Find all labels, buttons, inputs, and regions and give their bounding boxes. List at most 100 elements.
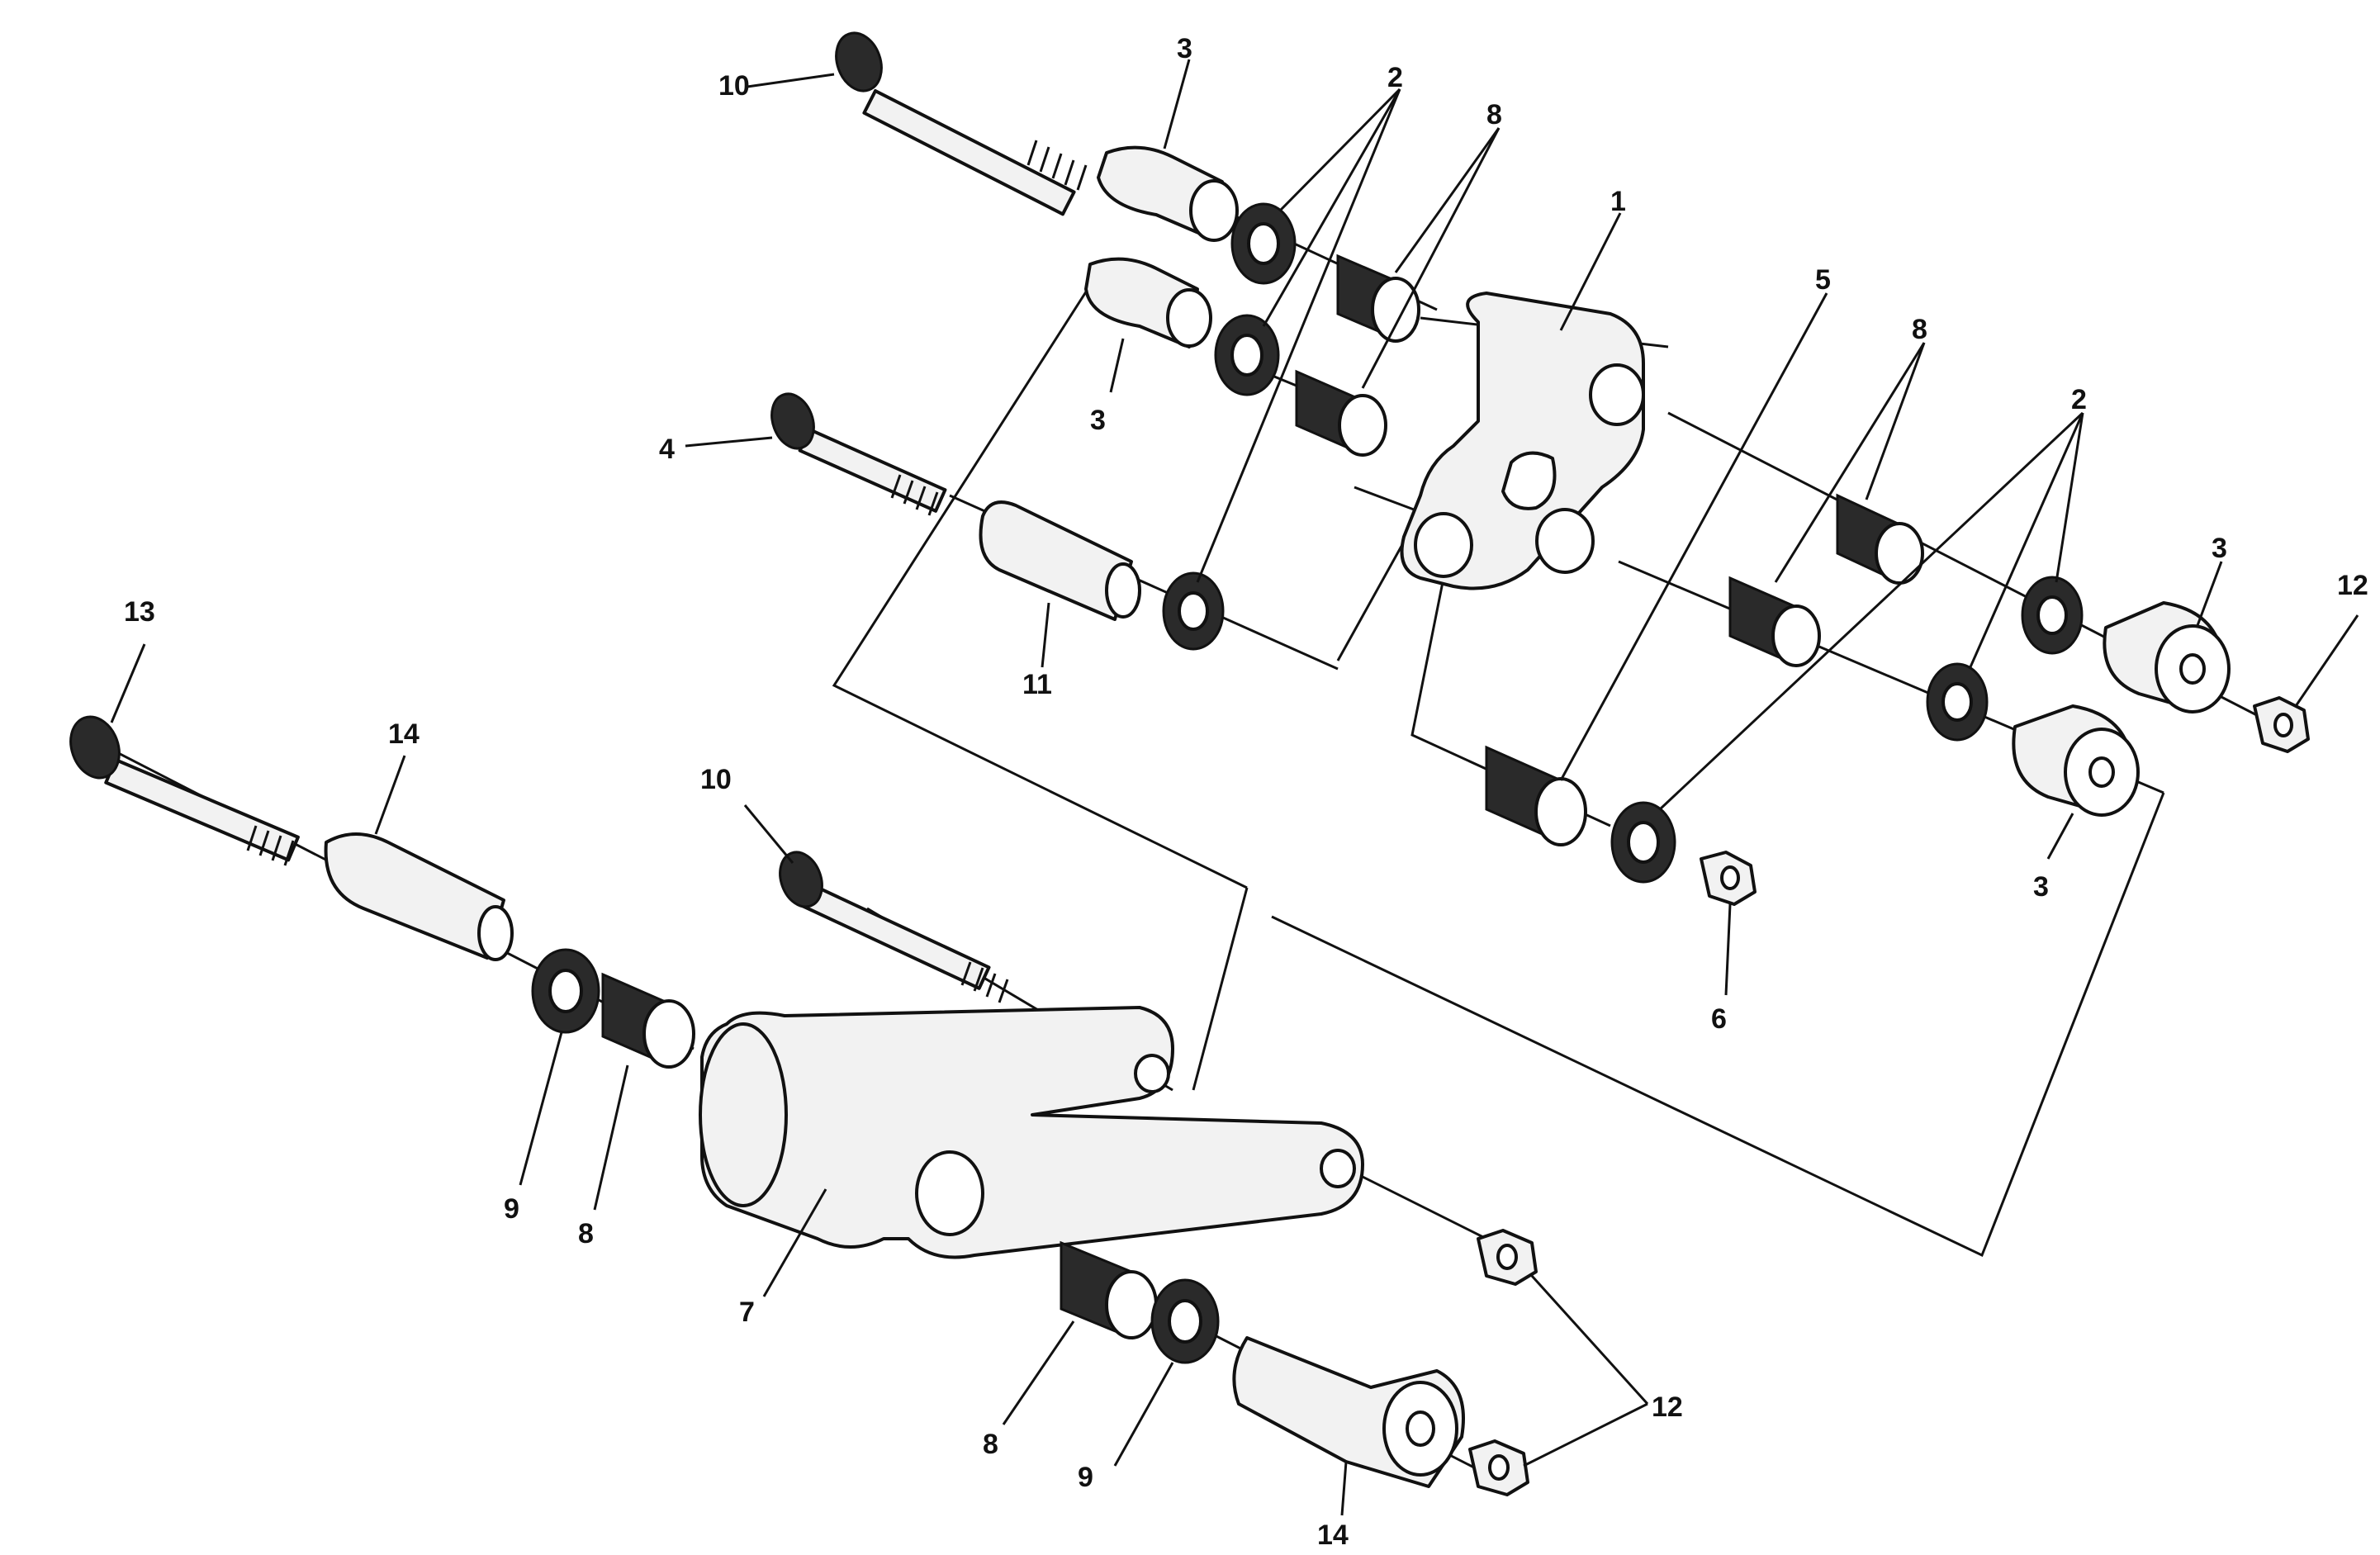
bolt-10-top-head: [835, 31, 883, 92]
bolt-4: [770, 392, 947, 516]
bearing-9-bottom-inner: [1168, 1299, 1202, 1344]
arm-body: [700, 1006, 1364, 1259]
bushing-8-right-upper-end: [1875, 522, 1924, 585]
bearing-2-lower: [1162, 571, 1225, 651]
callout-5: 5: [1815, 264, 1831, 296]
callout-13: 13: [124, 596, 155, 628]
bushing-8-top: [1336, 254, 1420, 343]
bushing-8-left-end: [642, 999, 695, 1069]
bushing-8-mid: [1295, 369, 1387, 457]
spacer-3-right-lower-bore: [2088, 756, 2115, 788]
callout-12-right: 12: [2337, 570, 2368, 601]
spacer-3-right-upper-bore: [2179, 653, 2206, 685]
nut-12-mid-bore: [1496, 1244, 1518, 1270]
callout-10-top: 10: [718, 70, 750, 102]
sleeve-11: [979, 500, 1141, 621]
bushing-8-right-lower: [1728, 576, 1821, 667]
bushing-8-right-upper: [1836, 493, 1924, 585]
nut-6-bore: [1720, 865, 1740, 890]
callout-1: 1: [1610, 186, 1626, 217]
bolt-13: [69, 715, 300, 866]
callout-3-right: 3: [2212, 533, 2227, 564]
nut-12-right: [2253, 696, 2310, 753]
bracket-upper: [1336, 486, 1423, 661]
sleeve-11-body: [979, 500, 1133, 621]
spacer-14-left: [324, 832, 514, 961]
spacer-3-right-lower: [2012, 704, 2140, 817]
axis-link-to-nut: [1337, 1163, 1504, 1249]
bolt-10-top-thread: [1026, 140, 1088, 191]
bracket-left: [832, 272, 1248, 889]
bearing-2-mid: [1214, 314, 1280, 396]
callout-6: 6: [1711, 1003, 1727, 1035]
callout-7: 7: [739, 1297, 755, 1328]
bearing-9-left: [531, 948, 600, 1034]
callout-10-mid: 10: [700, 764, 732, 795]
callout-8-left: 8: [578, 1218, 594, 1249]
bolt-13-thread: [246, 825, 295, 866]
callout-4: 4: [659, 434, 675, 465]
bolt-4-thread: [890, 474, 939, 516]
linkage-arm-part-7: [699, 1006, 1364, 1259]
callout-12-bottom: 12: [1652, 1391, 1683, 1423]
bushing-8-bottom: [1060, 1240, 1158, 1340]
bushing-8-mid-end: [1338, 394, 1387, 457]
bushing-8-top-end: [1371, 277, 1420, 343]
bushing-8-right-lower-end: [1771, 604, 1821, 667]
arm-bore: [915, 1150, 984, 1236]
leader-lines: [110, 59, 2359, 1516]
bolt-13-head: [69, 715, 121, 780]
spacer-3-right-upper: [2103, 601, 2231, 713]
bracket-to-link: [1192, 887, 1249, 1091]
bolt-13-shank: [104, 758, 300, 862]
callout-14-bottom: 14: [1317, 1519, 1349, 1551]
nut-12-bottom: [1468, 1439, 1529, 1496]
bolt-10-mid-head: [779, 851, 823, 908]
bearing-2-right-upper-inner: [2036, 595, 2068, 635]
arm-hole-lower: [1320, 1149, 1356, 1188]
nut-12-mid: [1477, 1229, 1538, 1286]
spacer-3-mid-end: [1166, 288, 1212, 348]
bearing-2-top-inner: [1247, 222, 1280, 265]
spacer-14-left-end: [477, 905, 514, 961]
bolt-10-mid-shank: [798, 882, 991, 990]
spacer-3-top-end: [1189, 179, 1239, 242]
bearing-2-mid-inner: [1230, 334, 1263, 377]
bearing-2-lower-inner: [1178, 591, 1209, 631]
bushing-5-end: [1534, 777, 1587, 846]
spacer-3-top: [1097, 145, 1239, 242]
callout-8-top: 8: [1486, 99, 1502, 130]
link-hole-upper: [1589, 363, 1645, 426]
callout-8-right: 8: [1912, 314, 1927, 345]
bearing-2-right-lower: [1926, 662, 1989, 742]
link-rocker-part-1: [1400, 292, 1645, 590]
spacer-3-mid: [1084, 257, 1212, 348]
bearing-2-right-lower-inner: [1941, 682, 1973, 722]
bolt-10-mid-thread: [960, 961, 1009, 1003]
bearing-2-right-upper: [2021, 576, 2084, 655]
bearing-2-top: [1230, 202, 1297, 285]
bearing-9-left-inner: [548, 969, 583, 1013]
link-hole-lower-left: [1414, 512, 1473, 578]
spacer-14-left-body: [324, 832, 505, 960]
bolt-10-top-shank: [862, 88, 1076, 216]
callout-9-left: 9: [504, 1193, 519, 1225]
callout-3-lower-right: 3: [2033, 871, 2049, 903]
nut-6: [1700, 851, 1757, 906]
callout-11: 11: [1022, 669, 1052, 700]
bearing-2-bottom-right: [1610, 801, 1676, 884]
bracket-lower-right: [1271, 792, 2165, 1258]
callout-8-bottom: 8: [983, 1429, 998, 1460]
callout-3-top: 3: [1177, 33, 1192, 64]
spacer-14-bottom: [1232, 1336, 1465, 1488]
bearing-2-bottom-right-inner: [1627, 821, 1660, 864]
callout-numbers: 10 3 2 8 1 3 4 11 5 8 2 3 12 3 6 13 14 1…: [124, 33, 2368, 1551]
bushing-8-left: [601, 972, 695, 1069]
bolt-10-top: [835, 31, 1088, 216]
link-body: [1400, 292, 1645, 590]
arm-hole-upper: [1134, 1054, 1170, 1093]
callout-14-left: 14: [388, 718, 420, 750]
sleeve-11-end: [1105, 562, 1141, 619]
